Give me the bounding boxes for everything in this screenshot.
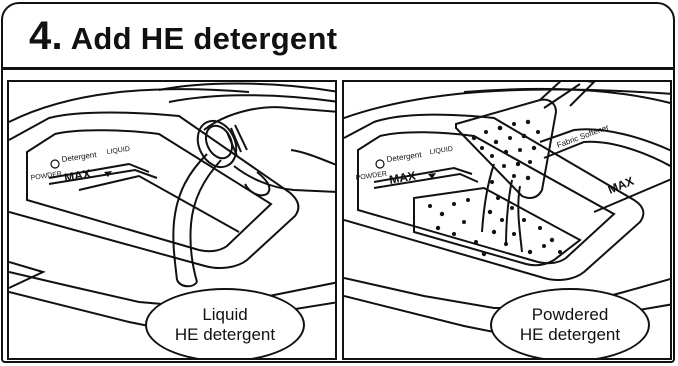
- powdered-caption: Powdered HE detergent: [490, 288, 650, 360]
- softener-label: Fabric Softener: [556, 123, 611, 150]
- liquid-caption: Liquid HE detergent: [145, 288, 305, 360]
- dispenser-label: Detergent: [61, 150, 98, 164]
- caption-line-1: Powdered: [532, 305, 609, 325]
- liquid-detergent-panel: Detergent LIQUID POWDER MAX Liquid HE de…: [7, 80, 337, 360]
- step-header: 4. Add HE detergent: [3, 4, 673, 70]
- dispenser-liquid-label: LIQUID: [429, 146, 453, 156]
- he-logo-icon: [376, 160, 384, 168]
- dispenser-liquid-label: LIQUID: [106, 146, 130, 156]
- step-number: 4.: [29, 14, 63, 58]
- dispenser-powder-label: POWDER: [30, 171, 62, 182]
- powdered-detergent-panel: Detergent LIQUID POWDER MAX Fabric Softe…: [342, 80, 672, 360]
- step-title-text: Add HE detergent: [71, 21, 338, 56]
- caption-line-1: Liquid: [202, 305, 247, 325]
- max-fill-label: MAX: [63, 167, 92, 185]
- step-title: 4. Add HE detergent: [29, 14, 337, 59]
- he-logo-icon: [51, 160, 59, 168]
- caption-line-2: HE detergent: [520, 325, 620, 345]
- caption-line-2: HE detergent: [175, 325, 275, 345]
- max-fill-label: MAX: [388, 169, 417, 187]
- dispenser-label: Detergent: [386, 150, 423, 164]
